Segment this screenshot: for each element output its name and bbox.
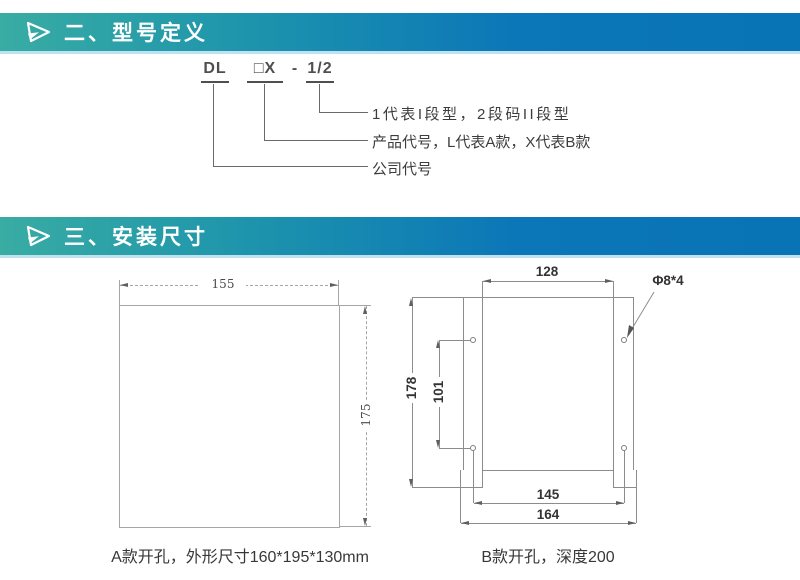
ext-line — [613, 281, 614, 297]
mount-hole — [470, 337, 476, 343]
arrow-icon — [26, 225, 51, 247]
connector-product-v — [264, 84, 265, 140]
section2-title: 二、型号定义 — [64, 22, 208, 45]
note-company: 公司代号 — [372, 161, 433, 178]
ext-line — [340, 305, 371, 306]
ext-line — [624, 450, 625, 503]
ext-line — [482, 281, 483, 297]
dim-101: 101 — [431, 377, 446, 407]
dim-arrow — [409, 479, 413, 487]
dim-arrow — [605, 279, 613, 283]
dim-arrow — [461, 521, 469, 525]
dim-arrow — [628, 521, 636, 525]
connector-segment-h — [319, 112, 368, 113]
flange-line-right — [613, 297, 614, 470]
caption-a: A款开孔，外形尺寸160*195*130mm — [111, 549, 369, 566]
ext-line — [412, 487, 460, 488]
dim-arrow — [363, 518, 367, 526]
caption-b: B款开孔，深度200 — [481, 549, 615, 566]
ext-line — [338, 280, 339, 305]
dim-128: 128 — [517, 265, 577, 279]
mount-hole — [621, 337, 627, 343]
section2-banner: 二、型号定义 — [0, 13, 800, 54]
ext-line — [636, 487, 637, 523]
mount-tab-right — [613, 470, 637, 488]
section3-banner: 三、安装尺寸 — [0, 217, 800, 258]
dim-arrow — [483, 279, 491, 283]
hole-callout-label: Φ8*4 — [652, 273, 684, 288]
dim-145: 145 — [518, 488, 578, 502]
connector-company-h — [213, 166, 368, 167]
code-product: □X — [247, 60, 283, 83]
ext-line — [439, 340, 470, 341]
note-product: 产品代号，L代表A款，X代表B款 — [372, 134, 591, 151]
section3-title: 三、安装尺寸 — [64, 226, 208, 249]
leader-line — [627, 291, 655, 338]
mount-tab-left — [460, 470, 483, 488]
dim-line-164 — [461, 523, 636, 524]
panel-outline-a — [119, 305, 340, 528]
connector-segment-v — [319, 84, 320, 112]
dim-178: 178 — [404, 373, 419, 403]
panel-outline-b — [463, 297, 634, 471]
dim-arrow — [409, 298, 413, 306]
dim-175: 175 — [359, 400, 373, 430]
dim-line-145 — [474, 503, 624, 504]
flange-line-left — [482, 297, 483, 470]
note-segment: 1代表I段型，2段码II段型 — [372, 106, 572, 123]
code-dash: - — [291, 60, 299, 77]
ext-line — [460, 487, 461, 523]
ext-line — [340, 526, 371, 527]
ext-line — [439, 448, 470, 449]
ext-line — [412, 297, 463, 298]
dim-arrow — [330, 283, 338, 287]
code-segment: 1/2 — [306, 60, 334, 83]
ext-line — [119, 280, 120, 305]
code-company: DL — [201, 60, 229, 83]
dim-155: 155 — [200, 277, 246, 291]
ext-line — [473, 450, 474, 503]
dim-164: 164 — [518, 508, 578, 522]
dim-arrow — [120, 283, 128, 287]
dim-arrow — [616, 501, 624, 505]
dim-arrow — [363, 306, 367, 314]
dim-arrow — [474, 501, 482, 505]
dim-arrow — [436, 440, 440, 448]
arrow-icon — [26, 21, 51, 43]
dim-arrow — [436, 340, 440, 348]
dim-line-128 — [483, 281, 613, 282]
connector-product-h — [264, 140, 368, 141]
connector-company-v — [213, 84, 214, 166]
